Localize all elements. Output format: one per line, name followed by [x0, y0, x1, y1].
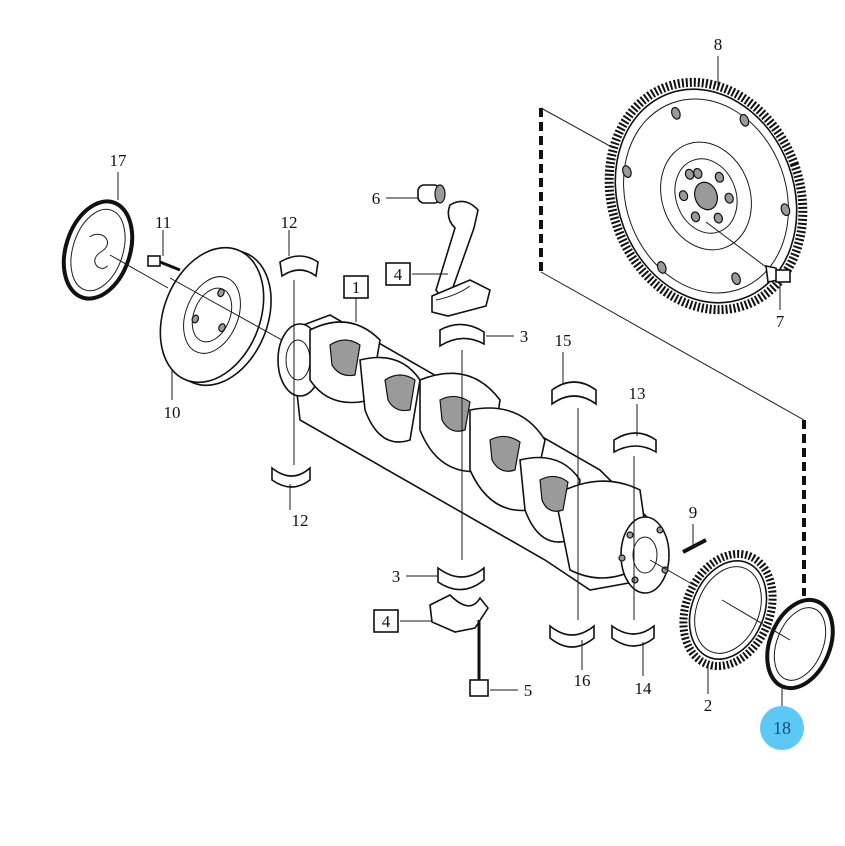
ring-gear: [679, 549, 777, 671]
callout-3-lower[interactable]: 3: [392, 567, 401, 586]
bearing-shell-lower: [437, 566, 485, 591]
main-bearing-lower-rear: [611, 624, 655, 647]
seal-rear: [765, 597, 835, 691]
callout-16[interactable]: 16: [574, 671, 591, 690]
flywheel: [604, 77, 808, 315]
callout-8[interactable]: 8: [714, 35, 723, 54]
callout-6[interactable]: 6: [372, 189, 381, 208]
rod-cap-bolt: [469, 620, 489, 697]
label-box-4-upper: [385, 262, 411, 286]
highlight-circle-18: [760, 706, 804, 750]
callout-10[interactable]: 10: [164, 403, 181, 422]
label-box-1: [343, 275, 369, 299]
callout-4-lower[interactable]: 4: [382, 612, 391, 631]
callout-12-upper[interactable]: 12: [281, 213, 298, 232]
callout-4-upper[interactable]: 4: [394, 265, 403, 284]
pulley: [159, 246, 272, 387]
connecting-rod: [417, 184, 491, 317]
thrust-bearing-upper: [551, 381, 597, 406]
crankshaft: [277, 314, 670, 594]
leader-17: [109, 254, 169, 289]
rod-cap: [429, 594, 489, 633]
callout-12-lower[interactable]: 12: [292, 511, 309, 530]
bearing-shell-upper: [439, 323, 485, 348]
callout-17[interactable]: 17: [110, 151, 128, 170]
callout-3-upper[interactable]: 3: [520, 327, 529, 346]
callout-7[interactable]: 7: [776, 312, 785, 331]
dowel-pin: [682, 538, 707, 554]
callout-14[interactable]: 14: [635, 679, 653, 698]
callout-5[interactable]: 5: [524, 681, 533, 700]
label-box-4-lower: [373, 609, 399, 633]
callout-13[interactable]: 13: [629, 384, 646, 403]
thrust-bearing-lower: [549, 624, 595, 648]
main-bearing-upper-front: [279, 255, 319, 278]
callout-11[interactable]: 11: [155, 213, 171, 232]
callout-9[interactable]: 9: [689, 503, 698, 522]
leader-18-axis: [721, 599, 791, 641]
callout-1[interactable]: 1: [352, 278, 361, 297]
main-bearing-upper-rear: [613, 432, 657, 454]
axis-line: [169, 277, 301, 351]
flywheel-bolt: [705, 221, 791, 283]
main-bearing-lower-front: [271, 466, 311, 488]
callout-15[interactable]: 15: [555, 331, 572, 350]
leader-lines: [117, 56, 783, 710]
callout-18[interactable]: 18: [773, 718, 791, 738]
dashed-bracket: [539, 107, 806, 596]
pulley-bolt: [147, 255, 181, 272]
seal-front: [61, 199, 135, 301]
callout-2[interactable]: 2: [704, 696, 713, 715]
